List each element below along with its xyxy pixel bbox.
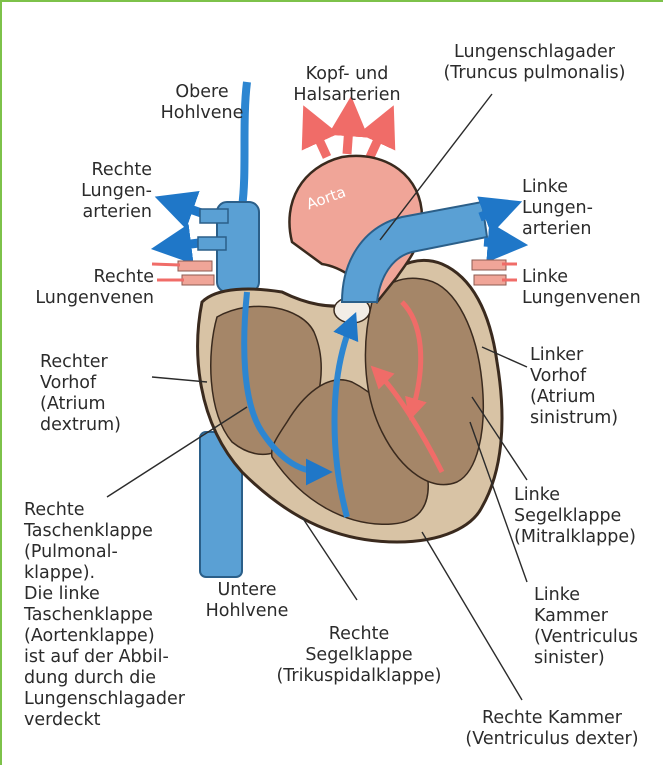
label-rechte-lungenvenen: Rechte Lungenvenen	[22, 267, 154, 309]
label-linker-vorhof: Linker Vorhof (Atrium sinistrum)	[530, 345, 650, 429]
label-linke-lungenvenen: Linke Lungenvenen	[522, 267, 662, 309]
label-obere-hohlvene: Obere Hohlvene	[152, 82, 252, 124]
label-rechte-taschenklappe: Rechte Taschenklappe (Pulmonal- klappe).…	[24, 500, 204, 731]
label-rechter-vorhof: Rechter Vorhof (Atrium dextrum)	[40, 352, 150, 436]
right-pulmonary-veins	[152, 261, 214, 285]
label-kopf-halsarterien: Kopf- und Halsarterien	[277, 64, 417, 106]
label-lungenschlagader: Lungenschlagader (Truncus pulmonalis)	[422, 42, 647, 84]
label-linke-segelklappe: Linke Segelklappe (Mitralklappe)	[514, 485, 663, 548]
label-rechte-segelklappe: Rechte Segelklappe (Trikuspidalklappe)	[264, 624, 454, 687]
label-rechte-kammer: Rechte Kammer (Ventriculus dexter)	[447, 708, 657, 750]
label-linke-kammer: Linke Kammer (Ventriculus sinister)	[534, 585, 659, 669]
label-rechte-lungenarterien: Rechte Lungen- arterien	[42, 160, 152, 223]
head-neck-artery-arrows	[310, 112, 387, 157]
left-pulmonary-veins	[472, 260, 517, 285]
label-linke-lungenarterien: Linke Lungen- arterien	[522, 177, 642, 240]
label-untere-hohlvene: Untere Hohlvene	[197, 580, 297, 622]
